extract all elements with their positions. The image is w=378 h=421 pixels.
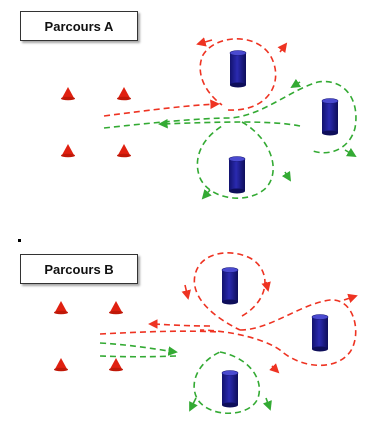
- green-arrow: [201, 189, 212, 200]
- green-path: [99, 342, 178, 356]
- cone-icon: [109, 358, 123, 372]
- stray-dot: [18, 239, 21, 242]
- cone-icon: [109, 301, 123, 315]
- barrel-icon: [221, 267, 239, 305]
- red-loop: [199, 38, 277, 111]
- red-return: [148, 319, 211, 329]
- red-arrow: [261, 281, 271, 292]
- barrel-icon: [321, 98, 339, 136]
- red-arrow: [343, 293, 358, 303]
- red-arrow: [196, 37, 213, 47]
- red-path: [199, 299, 357, 367]
- parcours-a-label: Parcours A: [20, 11, 138, 41]
- green-loop: [196, 121, 274, 199]
- red-path: [103, 99, 220, 117]
- cone-icon: [61, 87, 75, 101]
- green-return: [99, 355, 177, 358]
- barrel-icon: [221, 370, 239, 408]
- cone-icon: [117, 87, 131, 101]
- green-arrow: [189, 397, 198, 412]
- red-arrow: [269, 363, 280, 374]
- red-loop: [193, 252, 266, 331]
- barrel-icon: [311, 314, 329, 352]
- cone-icon: [61, 144, 75, 158]
- parcours-b-label: Parcours B: [20, 254, 138, 284]
- red-arrow: [181, 284, 191, 300]
- barrel-icon: [229, 50, 247, 88]
- green-arrow: [344, 147, 357, 157]
- green-return: [158, 118, 301, 129]
- cone-icon: [54, 358, 68, 372]
- parcours-a-label-text: Parcours A: [44, 18, 114, 34]
- green-arrow: [290, 78, 302, 89]
- barrel-icon: [228, 156, 246, 194]
- green-arrow: [281, 170, 292, 182]
- red-arrow: [277, 42, 288, 54]
- green-path: [103, 80, 357, 154]
- cone-icon: [117, 144, 131, 158]
- cone-icon: [54, 301, 68, 315]
- parcours-b-label-text: Parcours B: [44, 261, 114, 277]
- green-loop: [193, 351, 261, 415]
- green-arrow: [262, 397, 272, 411]
- parcours-a: [61, 37, 357, 200]
- red-start: [99, 330, 221, 335]
- parcours-b: [54, 252, 358, 415]
